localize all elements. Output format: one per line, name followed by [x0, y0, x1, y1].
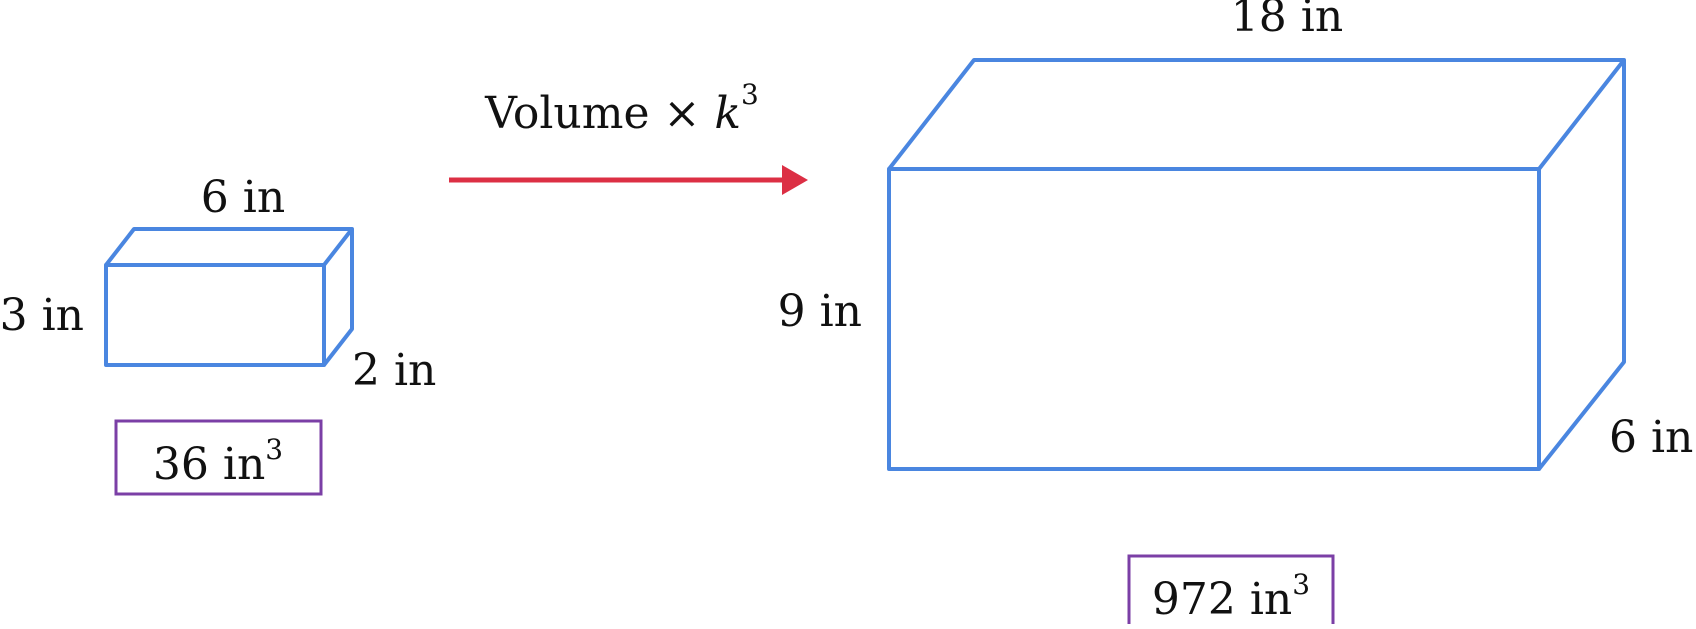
small-volume-exponent: 3 [265, 433, 283, 466]
transform-label-text: Volume × [484, 88, 714, 139]
small-prism-top-face [104, 227, 354, 267]
small-prism-front-face [104, 263, 326, 367]
small-volume-box [114, 419, 323, 496]
large-prism-depth-label: 6 in [1609, 412, 1693, 463]
small-prism [104, 227, 354, 367]
small-prism-left-label: 3 in [0, 290, 84, 341]
transform-label-exponent: 3 [741, 78, 759, 111]
transform-arrow-head [782, 165, 808, 195]
large-prism-top-label: 18 in [1231, 0, 1343, 42]
small-prism-side-face [322, 229, 354, 367]
transform-label: Volume × k3 [484, 78, 759, 139]
large-prism-left-label: 9 in [778, 286, 862, 337]
large-volume-label: 972 in3 [1152, 568, 1310, 624]
large-volume-exponent: 3 [1292, 568, 1310, 601]
large-volume-box [1127, 554, 1335, 629]
large-volume-number: 972 in [1152, 574, 1292, 624]
large-prism [887, 58, 1626, 471]
large-prism-side-face [1537, 60, 1626, 471]
large-prism-front-face [887, 167, 1541, 471]
small-volume-label: 36 in3 [153, 433, 283, 490]
small-volume-number: 36 in [153, 439, 265, 490]
transform-label-var: k [714, 88, 741, 139]
large-prism-top-face [887, 58, 1626, 171]
small-prism-top-label: 6 in [201, 172, 285, 223]
small-prism-depth-label: 2 in [352, 345, 436, 396]
